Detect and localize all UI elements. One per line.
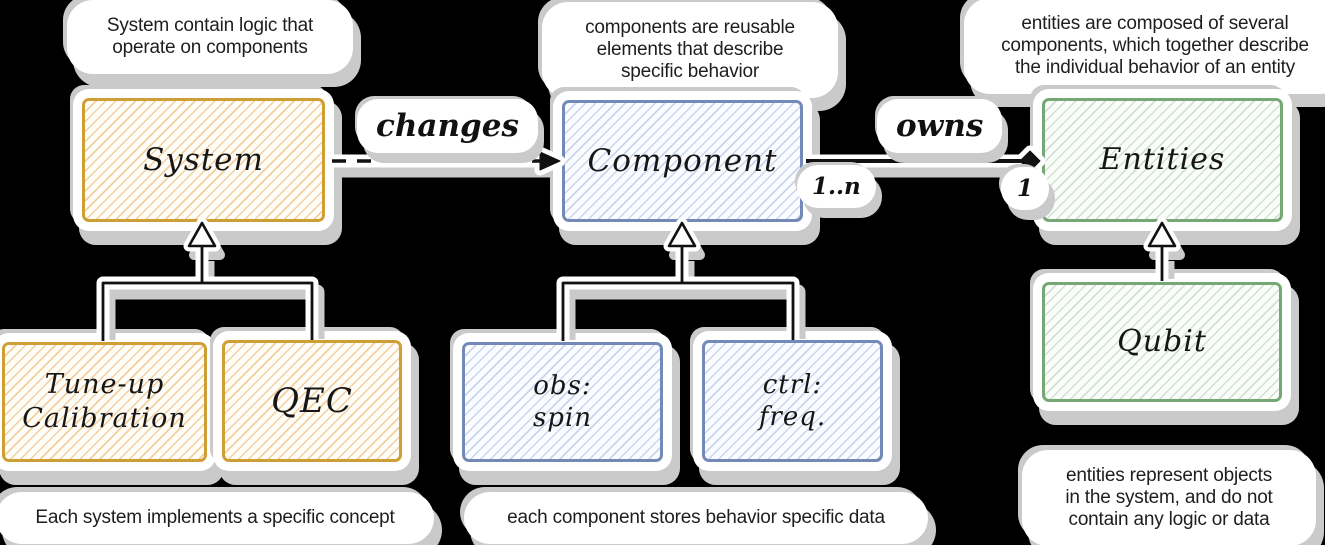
note-system-description: System contain logic that operate on com… (75, 8, 345, 66)
node-tuneup-calibration: Tune-up Calibration (2, 342, 207, 462)
node-obs-spin: obs: spin (462, 342, 663, 462)
inheritance-triangle-icon (1147, 221, 1177, 248)
edge-label-owns: owns (884, 106, 996, 146)
halo-triangle (663, 217, 701, 252)
shadow-component-branch (560, 261, 806, 340)
edge-label-multiplicity-1n: 1..n (804, 172, 869, 201)
inheritance-triangle-icon (187, 221, 217, 248)
edge-label-changes: changes (364, 106, 531, 146)
system-inheritance-connector (101, 246, 314, 341)
node-qubit-label: Qubit (1117, 324, 1207, 360)
note-entities-footer: entities represent objects in the system… (1030, 458, 1308, 538)
node-qec-label: QEC (271, 380, 353, 421)
edge-label-multiplicity-1: 1 (1008, 174, 1043, 203)
node-component: Component (562, 100, 803, 222)
node-ctrl-freq-label: ctrl: freq. (758, 369, 827, 433)
shadow-triangle (189, 227, 225, 260)
halo-triangle (183, 217, 221, 252)
component-inheritance-connector (561, 246, 795, 341)
halo-arrowhead (534, 146, 566, 176)
halo-triangle (1143, 217, 1181, 252)
note-component-description: components are reusable elements that de… (550, 10, 830, 90)
note-entities-description: entities are composed of several compone… (972, 6, 1325, 86)
node-tuneup-calibration-label: Tune-up Calibration (22, 369, 187, 434)
note-component-footer: each component stores behavior specific … (472, 500, 920, 536)
shadow-triangle (1149, 227, 1185, 260)
aggregation-diamond-icon (1019, 150, 1041, 172)
inheritance-triangle-icon (667, 221, 697, 248)
node-obs-spin-label: obs: spin (532, 370, 593, 434)
node-ctrl-freq: ctrl: freq. (702, 340, 883, 462)
note-system-footer: Each system implements a specific concep… (4, 500, 426, 536)
halo-diamond (1014, 145, 1046, 177)
node-component-label: Component (587, 142, 778, 179)
node-qubit: Qubit (1042, 282, 1282, 402)
halo-component-branch (556, 247, 800, 340)
shadow-triangle (669, 227, 705, 260)
node-entities: Entities (1042, 98, 1283, 222)
halo-system-branch (96, 247, 319, 340)
node-system: System (82, 98, 325, 222)
changes-arrowhead-icon (539, 151, 561, 171)
shadow-system-branch (100, 261, 325, 340)
node-system-label: System (143, 141, 264, 178)
node-entities-label: Entities (1099, 142, 1226, 178)
node-qec: QEC (222, 340, 402, 462)
